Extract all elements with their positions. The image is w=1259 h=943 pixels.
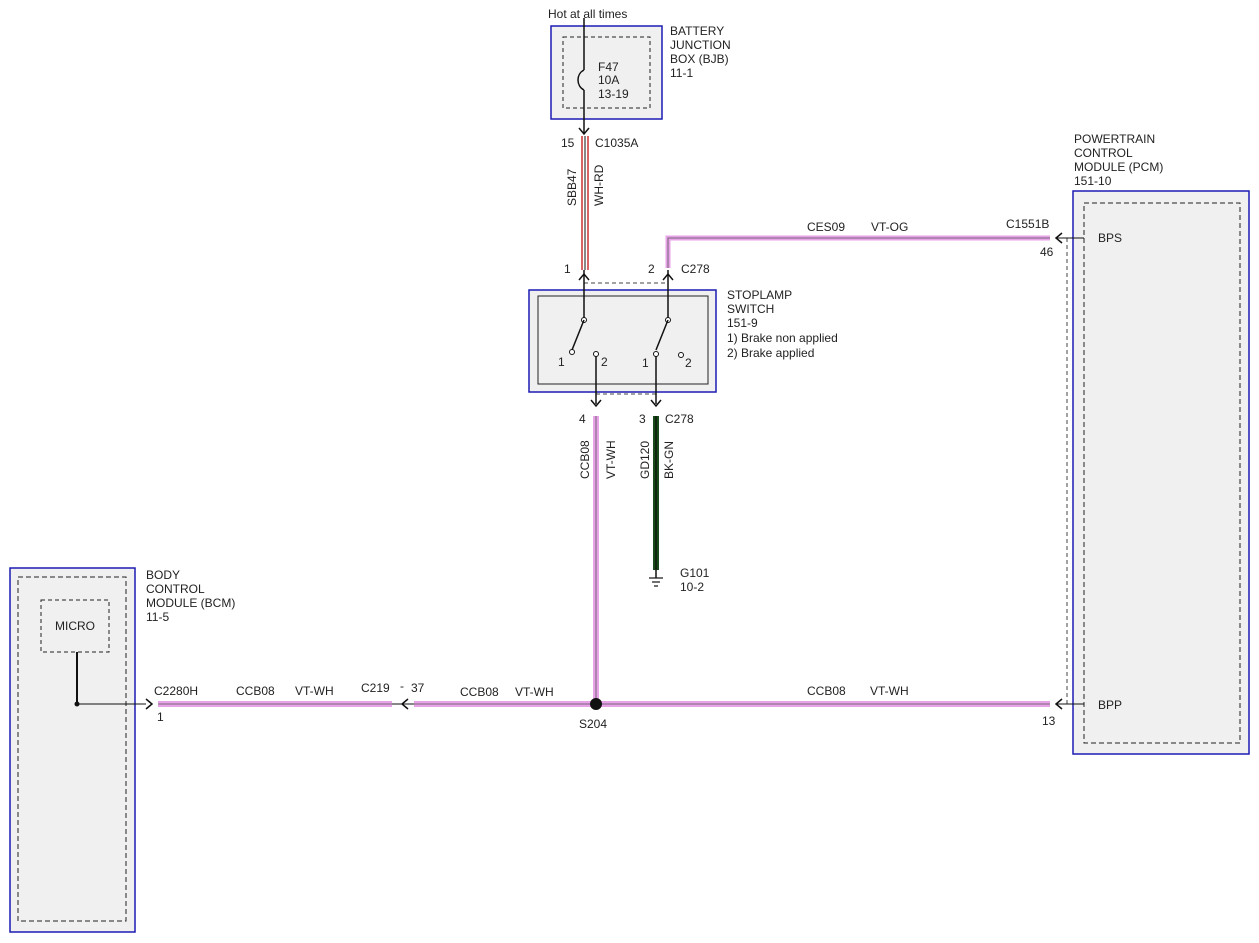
c2280h-connector-icon [145, 698, 154, 710]
stoplamp-inner-outline [537, 295, 709, 385]
fuse-ref: 13-19 [598, 87, 629, 101]
stoplamp-switch [528, 282, 717, 395]
pcm-outline [1072, 190, 1250, 755]
pcm-bps-label: BPS [1098, 231, 1122, 245]
ccb08-vertical-circuit: CCB08 [578, 440, 592, 479]
pcm-bps-pin: 46 [1040, 245, 1054, 259]
battery-feed-label: Hot at all times [548, 7, 627, 21]
bcm-name-line-1: BODY [146, 568, 180, 582]
wire-ces09 [662, 232, 1084, 320]
bcm-ref: 11-5 [146, 610, 169, 624]
ccb08-mid-circuit: CCB08 [460, 685, 499, 699]
c2280h-pin: 1 [157, 710, 164, 724]
stoplamp-note-1: 1) Brake non applied [727, 331, 838, 345]
fuse-f47-symbol [577, 69, 585, 91]
bcm-outline [9, 567, 136, 933]
fuse-rating: 10A [598, 73, 619, 87]
ccb08-right-color: VT-WH [870, 684, 909, 698]
wire-sbb47 [578, 136, 590, 320]
switch-right-pos-1: 1 [642, 356, 649, 370]
c219-label: C219 [361, 681, 390, 695]
pcm-name-line-1: POWERTRAIN [1074, 132, 1155, 146]
stoplamp-note-2: 2) Brake applied [727, 346, 814, 360]
stoplamp-connector-bottom: C278 [665, 412, 694, 426]
ccb08-mid-color: VT-WH [515, 685, 554, 699]
c219-dash: - [400, 679, 404, 693]
stoplamp-outline [528, 289, 717, 393]
sbb47-circuit: SBB47 [565, 168, 579, 206]
splice-label: S204 [579, 717, 607, 731]
wire-ces09-path [665, 235, 1050, 268]
wire-gd120 [649, 399, 663, 587]
battery-junction-box [550, 25, 663, 120]
stoplamp-pin-top-right: 2 [648, 262, 655, 276]
stoplamp-name-line-2: SWITCH [727, 302, 774, 316]
ccb08-left-color: VT-WH [295, 684, 334, 698]
c1035a-label: C1035A [595, 136, 638, 150]
splice-s204-dot [590, 698, 602, 710]
stoplamp-pin-bottom-right: 3 [639, 412, 646, 426]
fuse-name: F47 [598, 60, 619, 74]
gd120-circuit: GD120 [638, 441, 652, 479]
switch-right-blade [655, 319, 669, 351]
pcm-ref: 151-10 [1074, 174, 1112, 188]
micro-label: MICRO [55, 619, 95, 633]
pcm-inner-outline [1083, 202, 1241, 744]
switch-right-contact-1 [653, 351, 659, 357]
bjb-name-line-3: BOX (BJB) [670, 52, 729, 66]
wire-ccb08-horizontal [145, 698, 1084, 710]
switch-left-pos-1: 1 [558, 355, 565, 369]
ground-ref: 10-2 [680, 580, 704, 594]
pcm-name-line-2: CONTROL [1074, 146, 1133, 160]
stoplamp-ref: 151-9 [727, 316, 758, 330]
bcm-name-line-3: MODULE (BCM) [146, 596, 235, 610]
c1551b-label: C1551B [1006, 217, 1049, 231]
body-control-module [9, 567, 146, 933]
battery-feed [577, 18, 590, 136]
bjb-outline [550, 25, 663, 120]
sbb47-color: WH-RD [592, 164, 606, 206]
switch-contacts [569, 317, 684, 404]
stoplamp-pin-bottom-left: 4 [579, 412, 586, 426]
bjb-name-line-2: JUNCTION [670, 38, 731, 52]
ccb08-vertical-color: VT-WH [604, 440, 618, 479]
wire-ces09-core [667, 237, 1050, 268]
bjb-ref: 11-1 [670, 66, 693, 80]
stoplamp-pin-top-left: 1 [564, 262, 571, 276]
switch-right-contact-2 [678, 352, 684, 358]
c1035a-pin: 15 [561, 136, 575, 150]
bcm-inner-outline [17, 576, 127, 922]
switch-left-pos-2: 2 [601, 355, 608, 369]
bjb-inner-outline [562, 36, 651, 109]
ces09-circuit: CES09 [807, 220, 845, 234]
pcm-bpp-pin: 13 [1042, 714, 1056, 728]
ccb08-left-circuit: CCB08 [236, 684, 275, 698]
pcm-name-line-3: MODULE (PCM) [1074, 160, 1163, 174]
gd120-color: BK-GN [662, 441, 676, 479]
pcm-bpp-label: BPP [1098, 698, 1122, 712]
bcm-name-line-2: CONTROL [146, 582, 205, 596]
micro-box [40, 599, 110, 653]
wire-ccb08-vertical [590, 399, 602, 704]
bjb-name-line-1: BATTERY [670, 24, 724, 38]
c278-pin4-connector-icon [590, 399, 602, 408]
switch-left-blade [571, 319, 585, 351]
ces09-color: VT-OG [871, 220, 908, 234]
switch-left-contact-2 [593, 351, 599, 357]
c219-pin: 37 [411, 681, 425, 695]
switch-right-pos-2: 2 [685, 356, 692, 370]
powertrain-control-module [1066, 190, 1250, 755]
c278-pin3-connector-icon [650, 399, 662, 408]
c1035a-connector-icon [578, 127, 590, 136]
ground-name: G101 [680, 566, 710, 580]
stoplamp-name-line-1: STOPLAMP [727, 288, 792, 302]
ccb08-right-circuit: CCB08 [807, 684, 846, 698]
stoplamp-connector-top: C278 [681, 262, 710, 276]
c2280h-label: C2280H [154, 684, 198, 698]
switch-left-contact-1 [569, 349, 575, 355]
